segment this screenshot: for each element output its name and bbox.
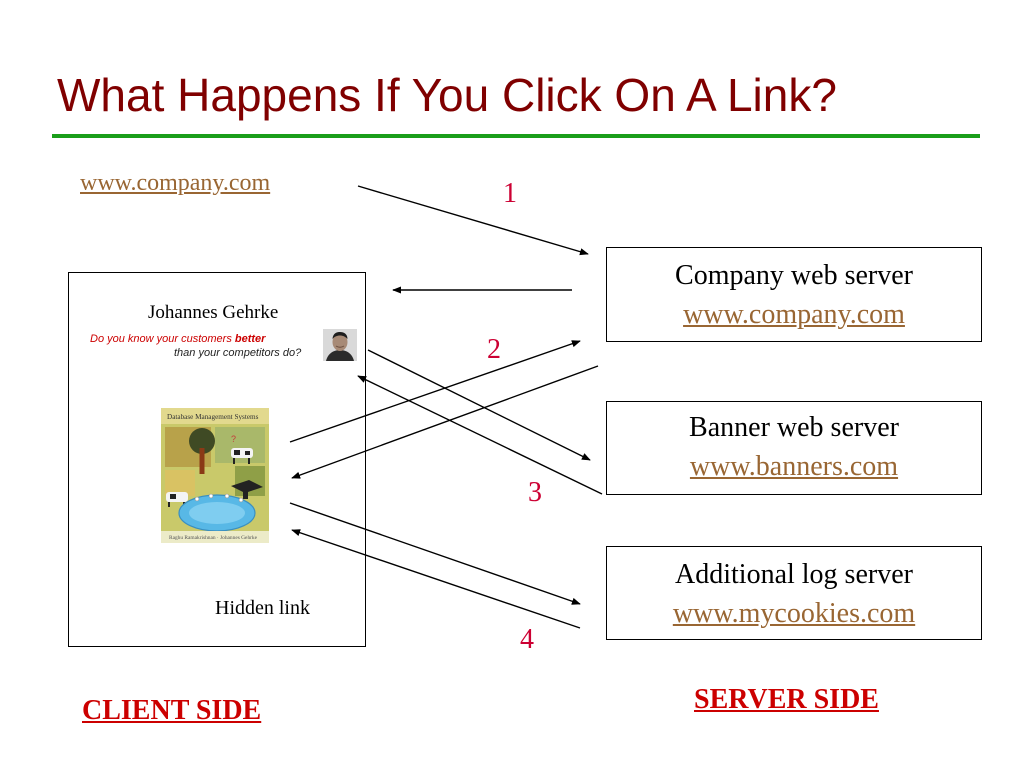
server-name-company: Company web server [675,260,913,291]
author-photo [323,329,357,361]
book-cover-image[interactable]: Database Management Systems ? Raghu Rama… [161,408,269,543]
arrow-request-banner [367,349,591,461]
step-number-1: 1 [503,178,517,209]
book-cover-title: Database Management Systems [167,413,259,421]
server-url-company[interactable]: www.company.com [683,299,905,330]
company-web-server-box: Company web server www.company.com [606,247,982,342]
server-side-label: SERVER SIDE [694,684,879,715]
tagline-suffix: than your competitors do? [174,347,302,359]
client-url-link[interactable]: www.company.com [80,170,271,196]
arrow-request-company-2 [289,340,581,443]
arrow-response-log [291,529,581,629]
hidden-link-label: Hidden link [215,597,310,619]
tagline-prefix: Do you know your customers [90,333,235,345]
banner-ad-tagline[interactable]: Do you know your customers better than y… [90,332,302,360]
server-url-log[interactable]: www.mycookies.com [672,598,916,629]
arrow-request-log [289,502,581,605]
server-name-log: Additional log server [675,559,913,590]
log-server-box: Additional log server www.mycookies.com [606,546,982,640]
arrow-request-company [357,185,589,256]
book-cover-authors: Raghu Ramakrishnan · Johannes Gehrke [169,535,258,541]
banner-web-server-box: Banner web server www.banners.com [606,401,982,495]
step-number-3: 3 [528,477,542,508]
arrow-response-company-2 [291,365,599,479]
tagline-emphasis: better [234,333,266,345]
svg-text:?: ? [231,434,236,444]
step-number-4: 4 [520,624,534,655]
client-side-label: CLIENT SIDE [82,695,262,726]
server-name-banner: Banner web server [689,412,899,443]
tagline-line-1: Do you know your customers better [90,332,302,346]
slide-title: What Happens If You Click On A Link? [57,69,837,121]
server-url-banner[interactable]: www.banners.com [689,451,899,482]
step-number-2: 2 [487,334,501,365]
arrow-response-banner [357,375,603,495]
title-underline [52,134,980,138]
page-author-name: Johannes Gehrke [148,302,279,323]
